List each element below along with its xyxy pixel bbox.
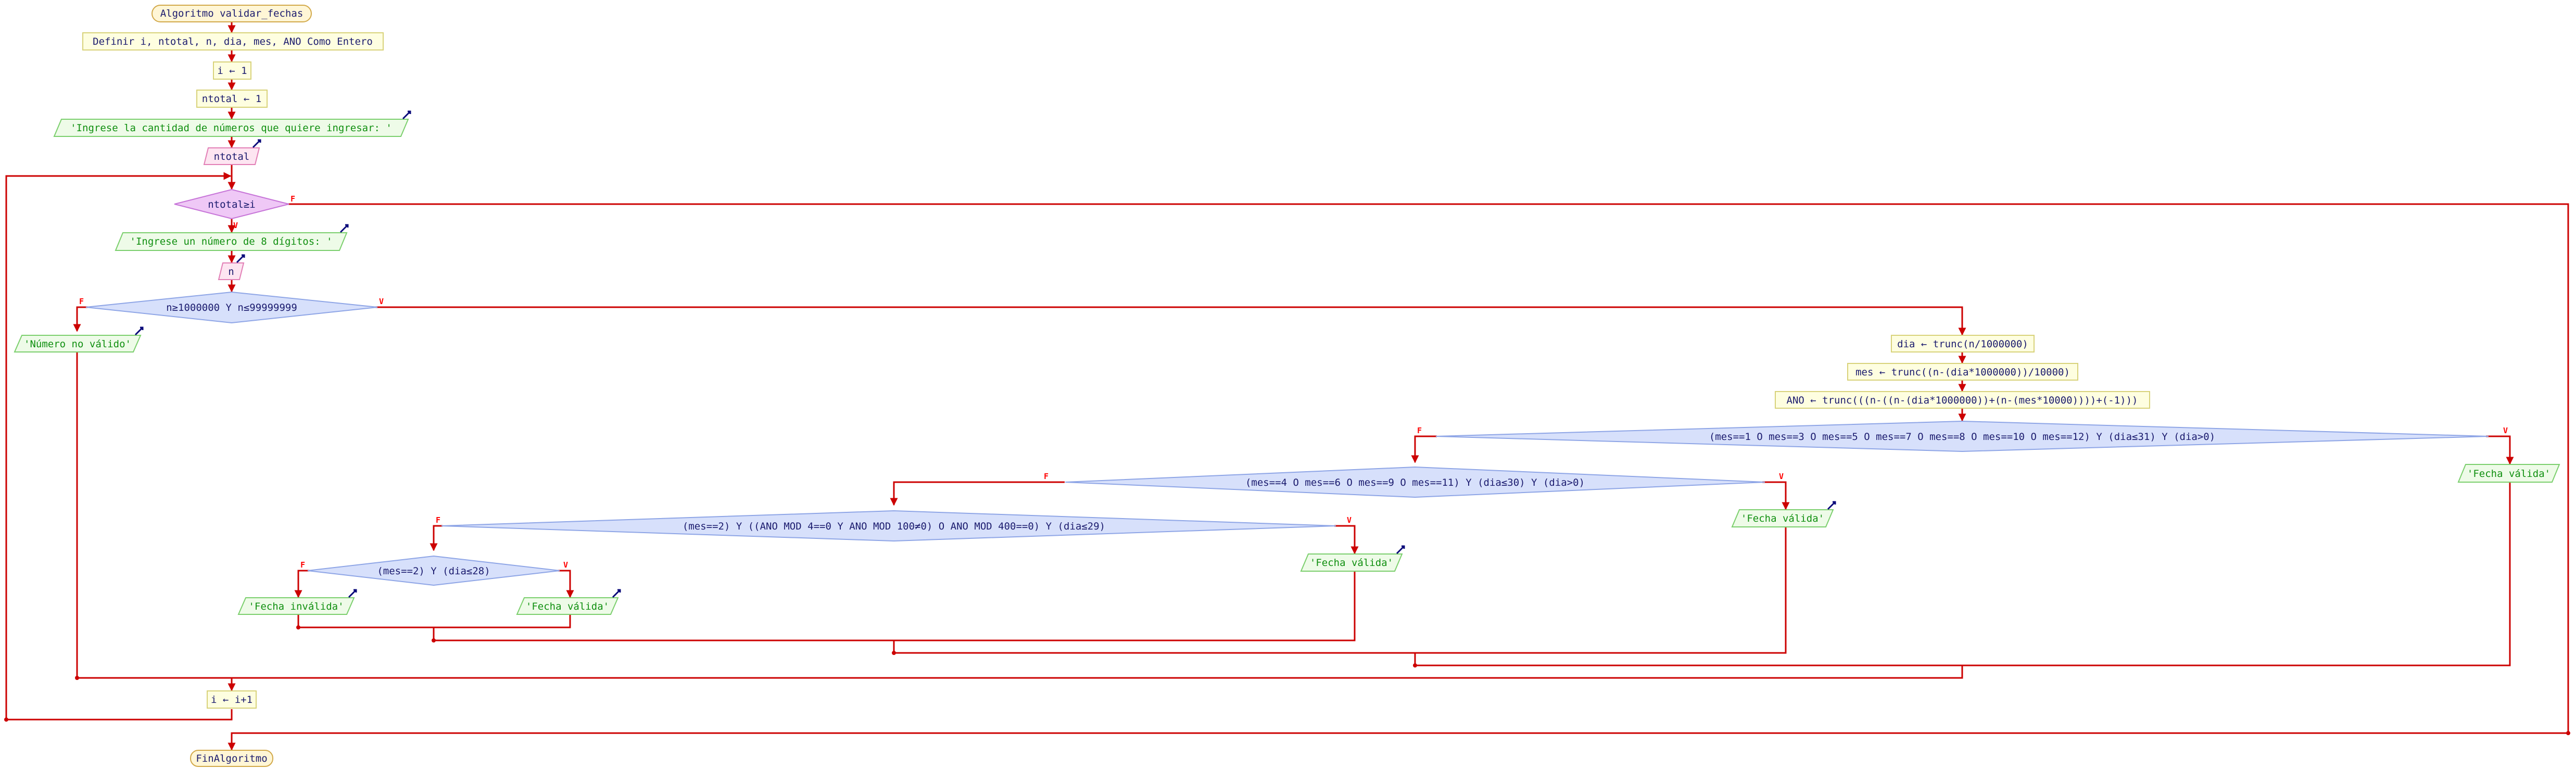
edge-cond31-false [1411, 435, 1437, 463]
calc-mes-label: mes ← trunc((n-(dia*1000000))/10000) [1855, 367, 2070, 378]
edge-range-merge [77, 665, 1963, 679]
edge-cond31-true [2486, 435, 2514, 465]
prompt-count-node[interactable]: 'Ingrese la cantidad de números que quie… [53, 110, 411, 137]
while-decision[interactable]: ntotal≥i [174, 188, 289, 220]
invalid-number-node[interactable]: 'Número no válido' [14, 326, 144, 352]
end-node[interactable]: FinAlgoritmo [190, 750, 273, 767]
merge-dot [432, 638, 436, 643]
valid-date-label: 'Fecha válida' [526, 601, 609, 612]
valid-date-leap-node[interactable]: 'Fecha válida' [1300, 545, 1405, 572]
range-decision[interactable]: n≥1000000 Y n≤99999999 [85, 291, 378, 324]
merge-dot [4, 717, 8, 722]
prompt-n-node[interactable]: 'Ingrese un número de 8 dígitos: ' [115, 224, 349, 251]
while-condition-label: ntotal≥i [208, 199, 256, 210]
branch-label-false: F [79, 297, 84, 306]
read-n-node[interactable]: n [218, 254, 245, 280]
branch-label-false: F [1044, 472, 1049, 481]
edge-cond28-merge [297, 614, 571, 628]
calc-dia-label: dia ← trunc(n/1000000) [1897, 338, 2028, 350]
output-icon [612, 589, 621, 598]
increment-label: i ← i+1 [211, 694, 252, 706]
prompt-n-label: 'Ingrese un número de 8 dígitos: ' [130, 236, 333, 247]
output-icon [1396, 545, 1405, 555]
branch-label-true: V [233, 221, 238, 230]
valid-date-28-node[interactable]: 'Fecha válida' [516, 589, 621, 615]
branch-label-false: F [1417, 426, 1422, 435]
invalid-date-label: 'Fecha inválida' [248, 601, 344, 612]
edge-cond28-true [556, 570, 574, 598]
valid-date-30-node[interactable]: 'Fecha válida' [1731, 501, 1836, 527]
edges [4, 22, 2570, 751]
cond-30-decision[interactable]: (mes==4 O mes==6 O mes==9 O mes==11) Y (… [1065, 466, 1765, 498]
valid-date-label: 'Fecha válida' [2467, 468, 2550, 480]
merge-dot [75, 676, 79, 680]
cond-leap-label: (mes==2) Y ((ANO MOD 4==0 Y ANO MOD 100≠… [683, 521, 1105, 532]
branch-label-false: F [300, 560, 305, 570]
increment-node[interactable]: i ← i+1 [207, 690, 257, 709]
edge-loop-back [5, 172, 233, 721]
define-node[interactable]: Definir i, ntotal, n, dia, mes, ANO Como… [82, 32, 384, 51]
branch-label-true: V [1347, 515, 1352, 525]
merge-dot [892, 651, 896, 655]
range-condition-label: n≥1000000 Y n≤99999999 [166, 302, 297, 313]
define-label: Definir i, ntotal, n, dia, mes, ANO Como… [93, 36, 373, 47]
edge-range-true [374, 306, 1966, 336]
branch-label-true: V [2503, 426, 2508, 435]
calc-dia-node[interactable]: dia ← trunc(n/1000000) [1891, 335, 2035, 352]
start-node[interactable]: Algoritmo validar_fechas [151, 5, 312, 22]
invalid-number-label: 'Número no válido' [24, 338, 131, 350]
edge-leap-true [1334, 525, 1359, 555]
end-label: FinAlgoritmo [196, 753, 267, 764]
cond-31-label: (mes==1 O mes==3 O mes==5 O mes==7 O mes… [1709, 431, 2215, 443]
prompt-count-label: 'Ingrese la cantidad de números que quie… [70, 122, 392, 134]
output-icon [402, 110, 411, 120]
edge-valid30-merge [894, 527, 1787, 654]
read-n-label: n [228, 266, 234, 278]
valid-date-label: 'Fecha válida' [1310, 557, 1393, 569]
init-ntotal-node[interactable]: ntotal ← 1 [196, 90, 268, 108]
cond-28-label: (mes==2) Y (dia≤28) [377, 565, 490, 577]
branch-label-true: V [1779, 472, 1784, 481]
branch-label-false: F [436, 515, 440, 525]
start-label: Algoritmo validar_fechas [160, 8, 304, 19]
invalid-date-node[interactable]: 'Fecha inválida' [237, 589, 357, 615]
init-i-label: i ← 1 [217, 65, 247, 77]
output-icon [339, 224, 349, 233]
input-icon [236, 254, 245, 263]
branch-label-true: V [379, 297, 384, 306]
merge-dot [296, 625, 300, 629]
calc-mes-node[interactable]: mes ← trunc((n-(dia*1000000))/10000) [1847, 363, 2078, 381]
cond-28-decision[interactable]: (mes==2) Y (dia≤28) [307, 555, 560, 586]
read-ntotal-label: ntotal [214, 151, 250, 162]
edge-cond30-true [1762, 481, 1790, 510]
cond-leap-decision[interactable]: (mes==2) Y ((ANO MOD 4==0 Y ANO MOD 100≠… [441, 510, 1336, 542]
edge-valid31-merge [1415, 482, 2511, 666]
edge-cond28-false [294, 570, 312, 598]
cond-31-decision[interactable]: (mes==1 O mes==3 O mes==5 O mes==7 O mes… [1435, 420, 2489, 452]
output-icon [134, 326, 144, 336]
branch-labels: F V F V F V F V F V F V [79, 194, 2508, 570]
valid-date-31-node[interactable]: 'Fecha válida' [2457, 464, 2560, 483]
merge-dot [1413, 663, 1417, 667]
calc-ano-node[interactable]: ANO ← trunc(((n-((n-(dia*1000000))+(n-(m… [1775, 391, 2150, 409]
read-ntotal-node[interactable]: ntotal [203, 139, 261, 165]
valid-date-label: 'Fecha válida' [1741, 513, 1824, 524]
init-i-node[interactable]: i ← 1 [213, 61, 251, 80]
init-ntotal-label: ntotal ← 1 [202, 93, 261, 105]
edge-validleap-merge [434, 571, 1356, 641]
merge-dot [2566, 731, 2570, 735]
output-icon [348, 589, 357, 598]
cond-30-label: (mes==4 O mes==6 O mes==9 O mes==11) Y (… [1245, 477, 1585, 488]
branch-label-false: F [291, 194, 295, 204]
edge-cond30-false [890, 481, 1065, 506]
edge-range-false [73, 306, 89, 332]
input-icon [252, 139, 261, 148]
branch-label-true: V [563, 560, 568, 570]
output-icon [1827, 501, 1836, 510]
edge-leap-false [430, 525, 443, 551]
calc-ano-label: ANO ← trunc(((n-((n-(dia*1000000))+(n-(m… [1787, 395, 2138, 406]
